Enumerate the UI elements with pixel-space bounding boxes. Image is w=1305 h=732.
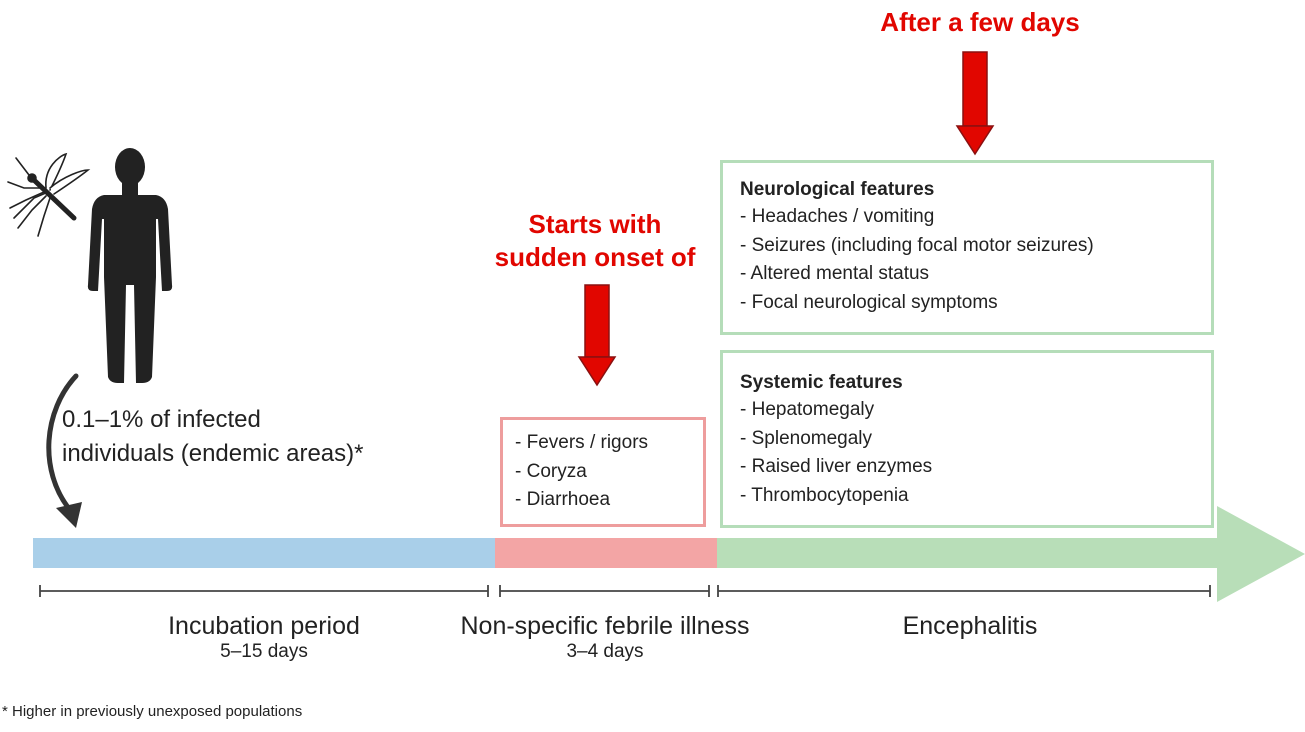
infection-rate-line2: individuals (endemic areas)* (62, 440, 364, 467)
stage-name: Non-specific febrile illness (460, 612, 750, 640)
febrile-symptom-item: - Diarrhoea (515, 489, 611, 510)
annotation-after-few-days: After a few days (880, 7, 1080, 37)
timeline-encephalitis-arrow (717, 506, 1305, 602)
infection-rate-note: 0.1–1% of infected individuals (endemic … (62, 403, 442, 471)
annotation-sudden-onset-line2: sudden onset of (494, 242, 696, 272)
neurological-features-title: Neurological features (740, 179, 935, 200)
febrile-symptoms-box: - Fevers / rigors - Coryza - Diarrhoea (500, 417, 706, 527)
mosquito-icon (7, 152, 91, 237)
annotation-sudden-onset-line1: Starts with (528, 209, 662, 239)
systemic-feature-item: - Raised liver enzymes (740, 456, 933, 477)
stage-name: Encephalitis (902, 612, 1038, 640)
febrile-symptom-item: - Coryza (515, 460, 587, 482)
timeline-brackets (39, 585, 1211, 597)
human-figure-icon (87, 148, 173, 383)
timeline-incubation-segment (33, 538, 495, 568)
stage-name: Incubation period (168, 612, 360, 640)
neurological-features-box: Neurological features - Headaches / vomi… (720, 160, 1214, 335)
neurological-feature-item: - Focal neurological symptoms (740, 291, 998, 313)
systemic-feature-item: - Hepatomegaly (740, 399, 875, 420)
systemic-features-box: Systemic features - Hepatomegaly - Splen… (720, 350, 1214, 528)
stage-encephalitis: Encephalitis (840, 612, 1100, 641)
annotation-sudden-onset: Starts with sudden onset of (480, 208, 710, 274)
systemic-feature-item: - Splenomegaly (740, 427, 873, 449)
systemic-features-title: Systemic features (740, 372, 903, 393)
down-arrow-icon (955, 51, 995, 156)
stage-duration: 5–15 days (220, 641, 308, 662)
febrile-symptom-item: - Fevers / rigors (515, 432, 649, 453)
systemic-feature-item: - Thrombocytopenia (740, 484, 909, 506)
neurological-feature-item: - Headaches / vomiting (740, 206, 935, 227)
down-arrow-icon (577, 284, 617, 387)
stage-febrile: Non-specific febrile illness 3–4 days (430, 612, 780, 663)
neurological-feature-item: - Altered mental status (740, 263, 930, 284)
footnote: * Higher in previously unexposed populat… (2, 703, 303, 720)
stage-incubation: Incubation period 5–15 days (114, 612, 414, 663)
stage-duration: 3–4 days (566, 641, 644, 662)
neurological-feature-item: - Seizures (including focal motor seizur… (740, 234, 1094, 256)
timeline-febrile-segment (495, 538, 717, 568)
infection-rate-line1: 0.1–1% of infected (62, 406, 261, 433)
curved-arrow-icon (46, 373, 82, 528)
